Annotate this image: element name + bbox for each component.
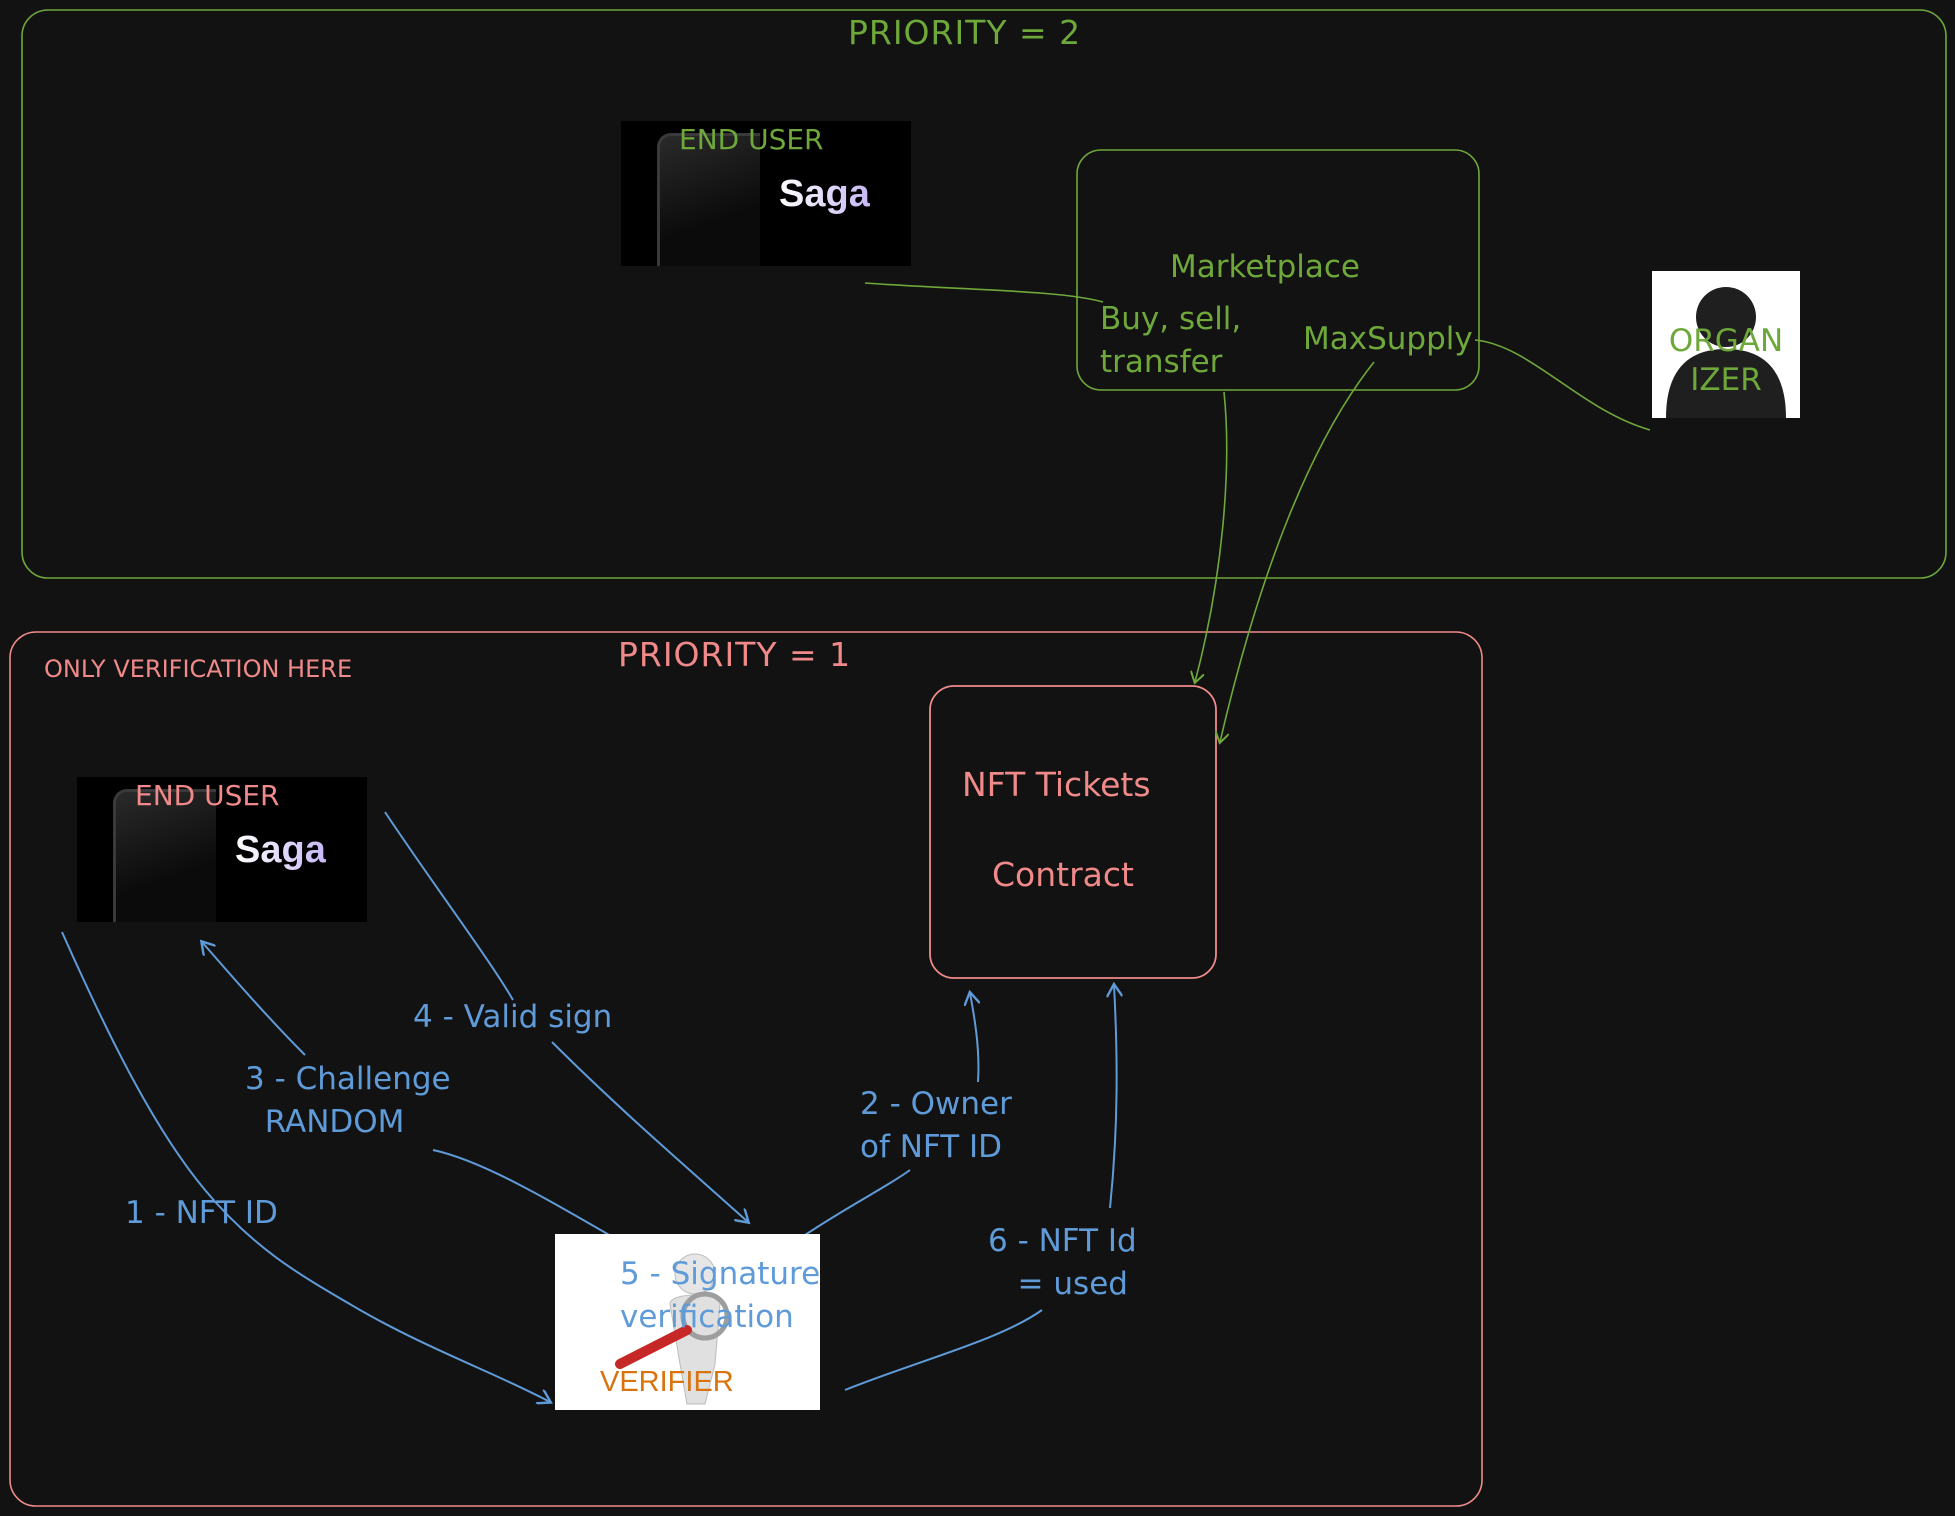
priority1-title: PRIORITY = 1 xyxy=(618,635,852,674)
verifier-label: VERIFIER xyxy=(600,1366,734,1398)
edge-supply-contract xyxy=(1220,361,1375,742)
step5-label: 5 - Signature verification xyxy=(620,1256,821,1336)
marketplace-actions: Buy, sell, transfer xyxy=(1100,301,1242,381)
edge-step4 xyxy=(384,811,748,1222)
edge-step6 xyxy=(844,985,1117,1391)
end-user-top-label: END USER xyxy=(679,123,824,156)
priority2-title: PRIORITY = 2 xyxy=(848,13,1082,52)
step3-label: 3 - Challenge RANDOM xyxy=(245,1061,451,1141)
verifier-node[interactable] xyxy=(555,1234,820,1410)
marketplace-label: Marketplace xyxy=(1170,249,1360,285)
organizer-node[interactable] xyxy=(1652,271,1800,418)
edge-step3 xyxy=(202,942,619,1241)
priority1-group xyxy=(9,631,1483,1507)
edge-step2 xyxy=(804,993,978,1236)
phone-icon xyxy=(657,133,760,266)
end-user-bottom-label: END USER xyxy=(135,779,280,812)
nft-contract-line1: NFT Tickets xyxy=(962,765,1151,804)
nft-contract-line2: Contract xyxy=(992,855,1134,894)
magnifier-person-icon xyxy=(615,1253,730,1405)
priority1-note: ONLY VERIFICATION HERE xyxy=(44,655,353,683)
edge-enduser-marketplace xyxy=(864,282,1104,303)
nft-contract-box[interactable] xyxy=(929,685,1217,979)
organizer-label: ORGAN IZER xyxy=(1668,323,1784,398)
priority2-group xyxy=(21,9,1947,579)
edge-actions-contract xyxy=(1195,391,1228,682)
edge-organizer-marketplace xyxy=(1474,339,1651,431)
phone-icon xyxy=(113,789,216,922)
saga-logo: Saga xyxy=(779,173,870,215)
step4-label: 4 - Valid sign xyxy=(413,999,613,1035)
person-icon xyxy=(1666,287,1786,418)
step2-label: 2 - Owner of NFT ID xyxy=(860,1086,1012,1166)
edge-step1 xyxy=(61,931,550,1402)
saga-logo: Saga xyxy=(235,829,326,871)
marketplace-box[interactable] xyxy=(1076,149,1480,391)
end-user-top-node[interactable]: Saga xyxy=(621,121,911,266)
marketplace-supply: MaxSupply xyxy=(1303,321,1473,357)
step6-label: 6 - NFT Id = used xyxy=(988,1223,1137,1303)
step1-label: 1 - NFT ID xyxy=(125,1195,278,1231)
end-user-bottom-node[interactable]: Saga xyxy=(77,777,367,922)
